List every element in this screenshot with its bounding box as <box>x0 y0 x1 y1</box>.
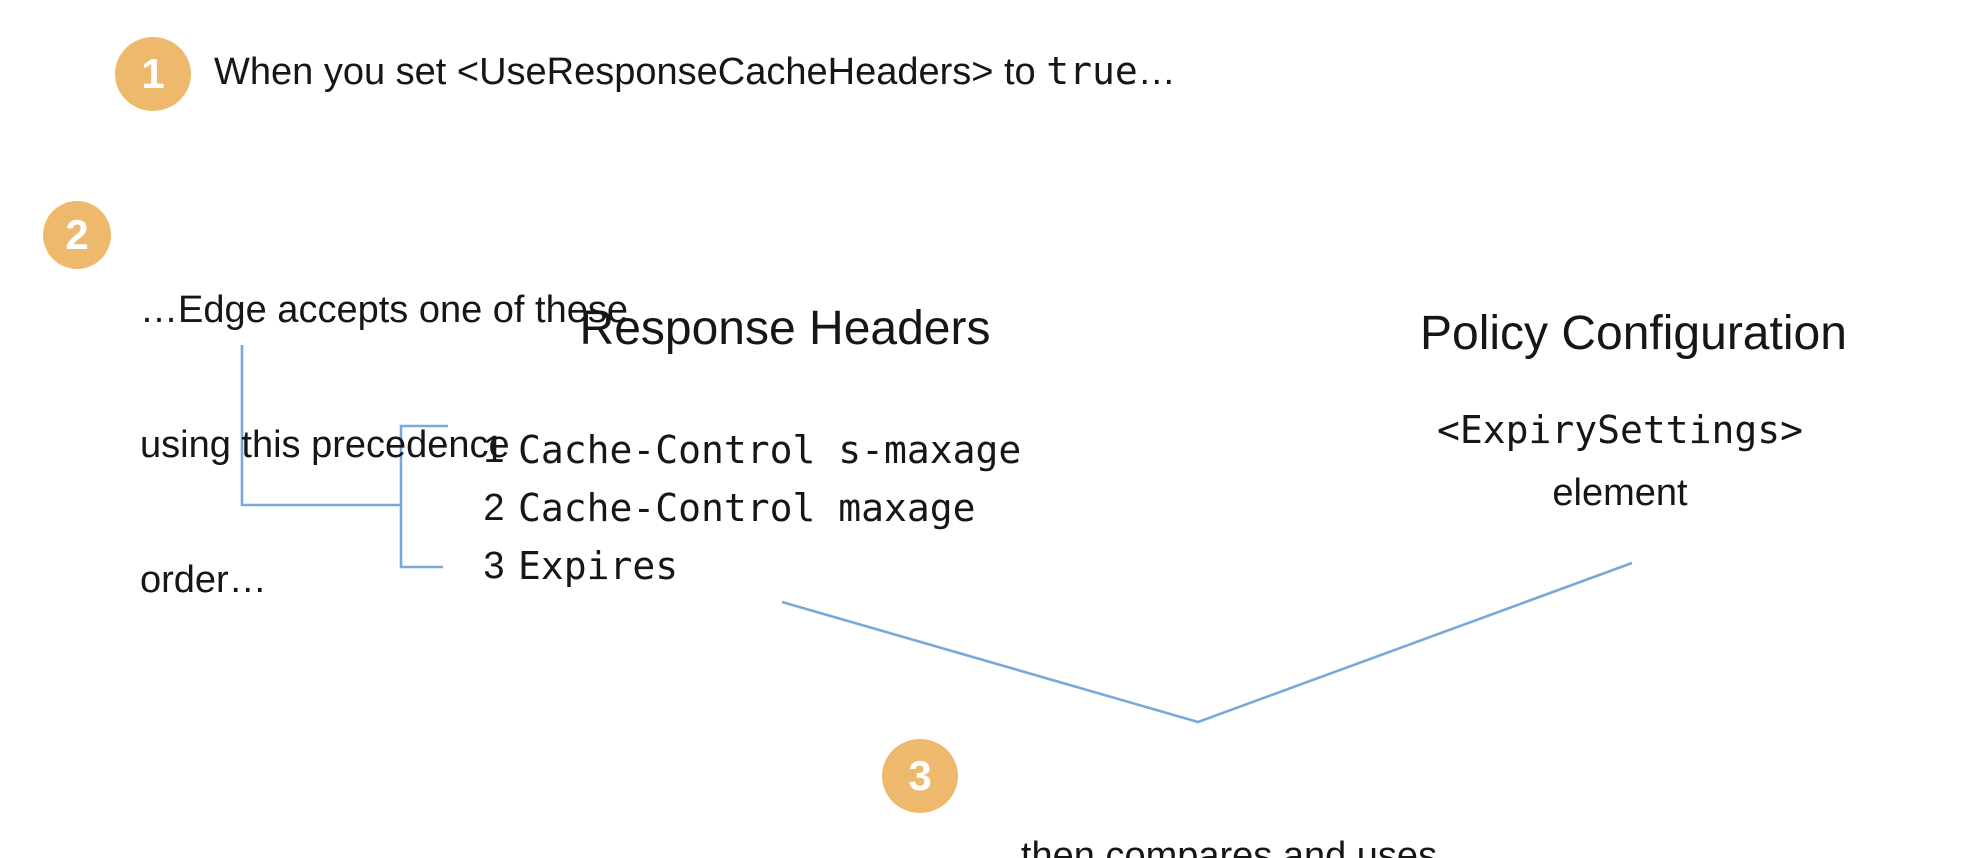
header-precedence-list: 1 Cache-Control s-maxage 2 Cache-Control… <box>482 421 1021 595</box>
policy-configuration-title: Policy Configuration <box>1420 307 1847 360</box>
step-3-text: …then compares and uses the lesser of th… <box>960 741 1460 858</box>
header-name: Cache-Control s-maxage <box>518 428 1022 472</box>
step-2-line-2: using this precedence <box>140 424 510 466</box>
step-1-badge: 1 <box>115 37 191 111</box>
element-label: element <box>1552 472 1688 514</box>
response-headers-title: Response Headers <box>579 302 991 355</box>
step-1-text-before-code: When you set <UseResponseCacheHeaders> t… <box>214 51 1047 93</box>
precedence-row-2: 2 Cache-Control maxage <box>482 479 1021 537</box>
expiry-settings-code: <ExpirySettings> <box>1436 408 1804 452</box>
precedence-rank: 1 <box>483 428 505 471</box>
step-1-number: 1 <box>141 50 165 97</box>
step-2-line-1: …Edge accepts one of these <box>140 289 628 331</box>
step-2-badge: 2 <box>43 201 111 269</box>
step-1-text: When you set <UseResponseCacheHeaders> t… <box>214 49 1176 95</box>
step-1-ellipsis: … <box>1137 51 1176 93</box>
precedence-rank: 3 <box>483 544 505 587</box>
step-2-number: 2 <box>65 211 89 258</box>
step-2-line-3: order… <box>140 559 267 601</box>
step-2-text: …Edge accepts one of these using this pr… <box>140 198 628 693</box>
true-code-literal: true <box>1046 49 1138 93</box>
precedence-rank: 2 <box>483 486 505 529</box>
header-name: Expires <box>518 544 679 588</box>
step-3-line-1: …then compares and uses <box>982 835 1438 858</box>
header-name: Cache-Control maxage <box>518 486 976 530</box>
precedence-row-3: 3 Expires <box>482 537 1021 595</box>
step-3-number: 3 <box>908 752 932 799</box>
precedence-row-1: 1 Cache-Control s-maxage <box>482 421 1021 479</box>
step-3-badge: 3 <box>882 739 958 813</box>
